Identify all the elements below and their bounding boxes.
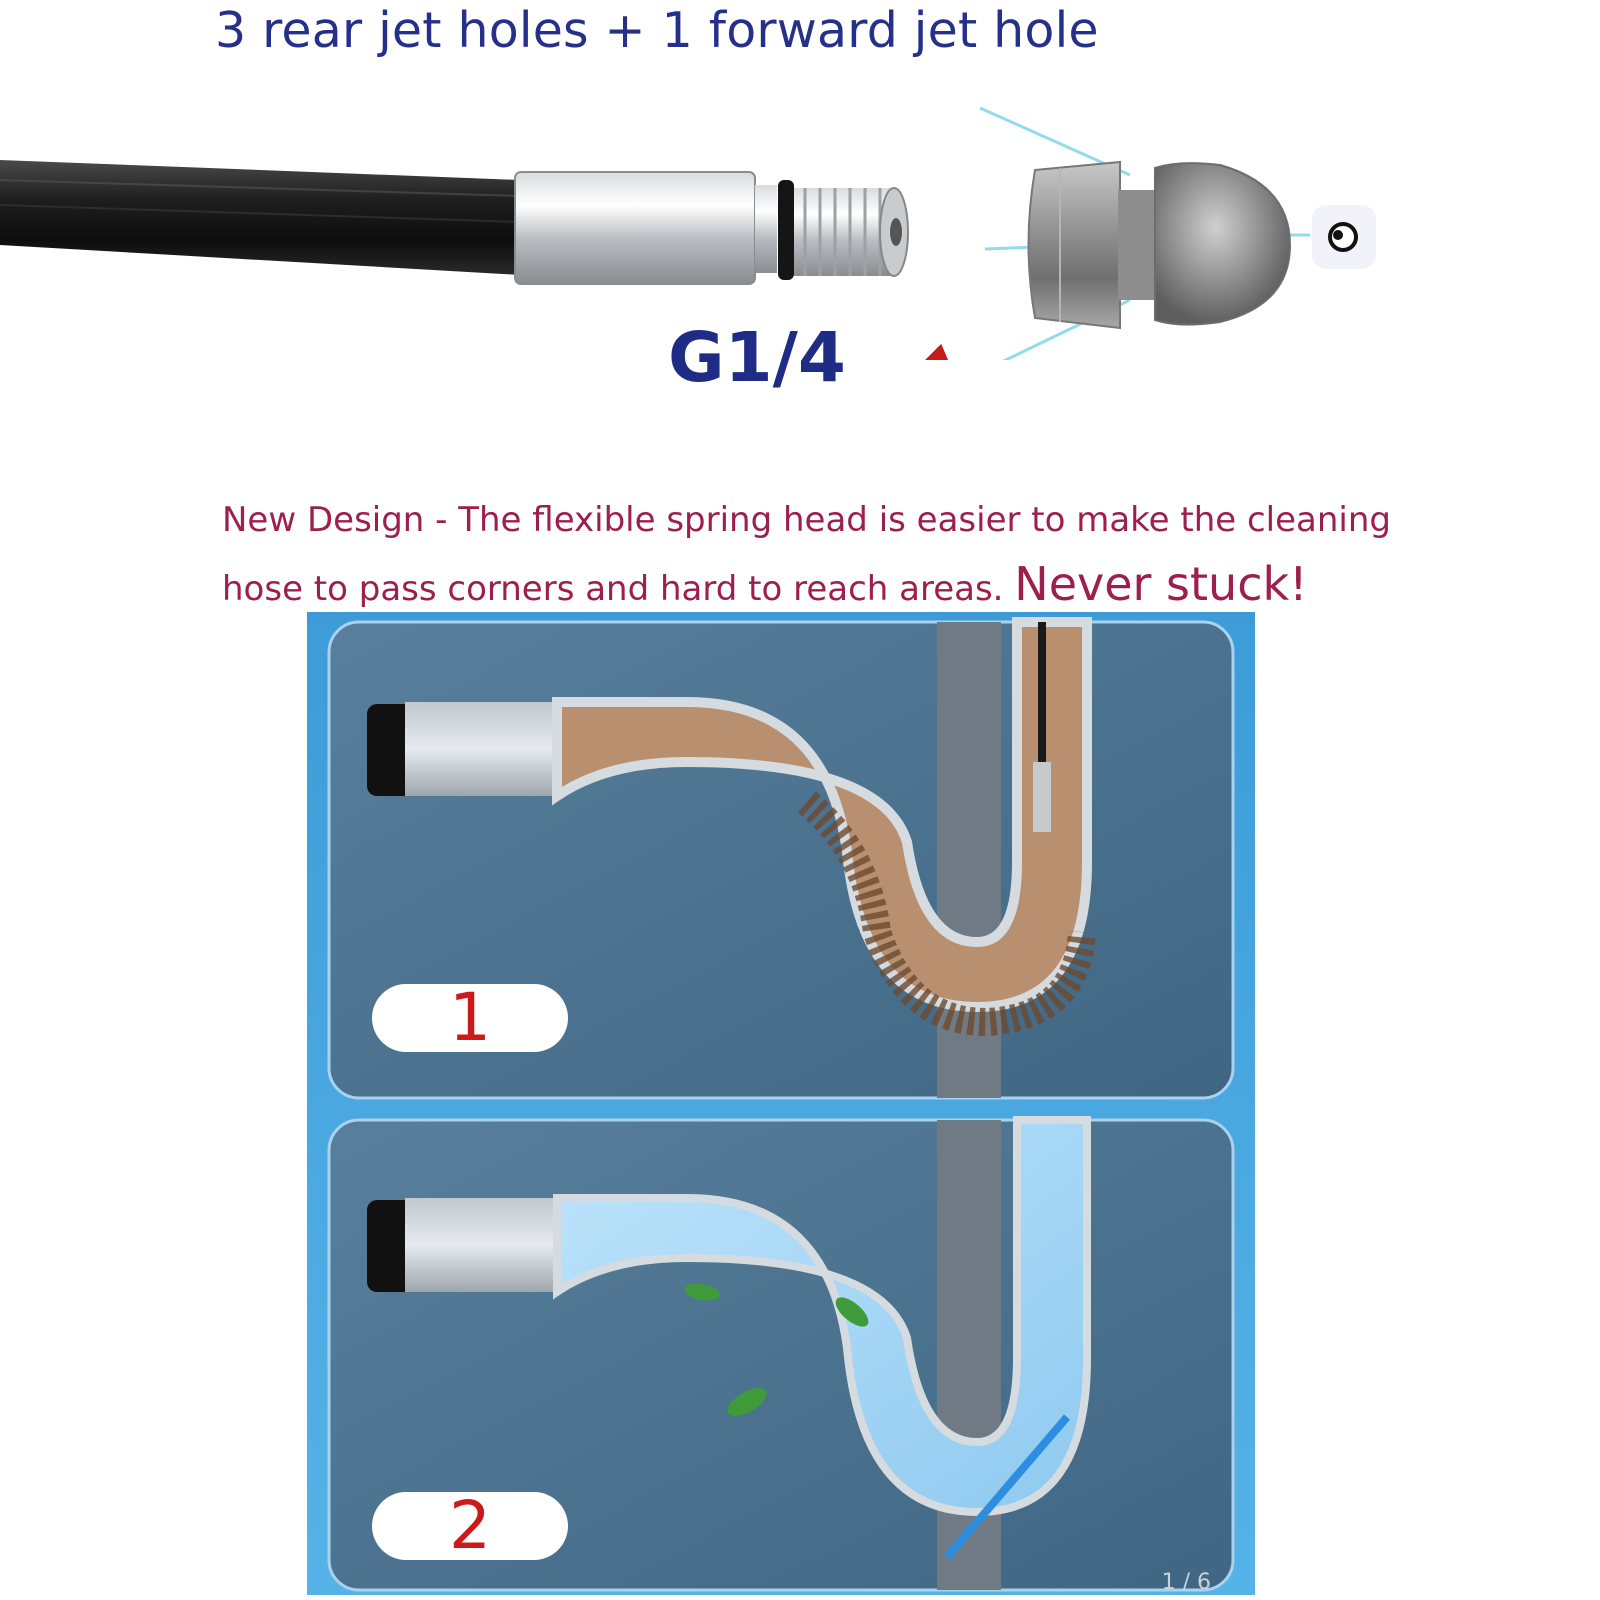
caption-title: 3 rear jet holes + 1 forward jet hole (215, 2, 1099, 59)
thread-size-label: G1/4 (668, 318, 846, 398)
forward-jet-dot-icon (1312, 205, 1376, 269)
nozzle-icon (1027, 160, 1292, 330)
panel-clogged (327, 617, 1235, 1100)
panel-cleared (327, 1116, 1235, 1592)
note-emphasis: Never stuck! (1014, 557, 1308, 611)
step-badge-2: 2 (372, 1492, 568, 1560)
red-arrow-icon (925, 343, 949, 360)
image-pager: 1 / 6 (1161, 1570, 1211, 1595)
hose-and-nozzle-illustration (0, 106, 1376, 360)
step-badge-1: 1 (372, 984, 568, 1052)
drain-diagram: 1 2 1 / 6 (307, 612, 1255, 1595)
note-text: New Design - The flexible spring head is… (222, 500, 1391, 609)
design-note: New Design - The flexible spring head is… (222, 488, 1402, 621)
hose-fitting-icon (0, 160, 909, 285)
